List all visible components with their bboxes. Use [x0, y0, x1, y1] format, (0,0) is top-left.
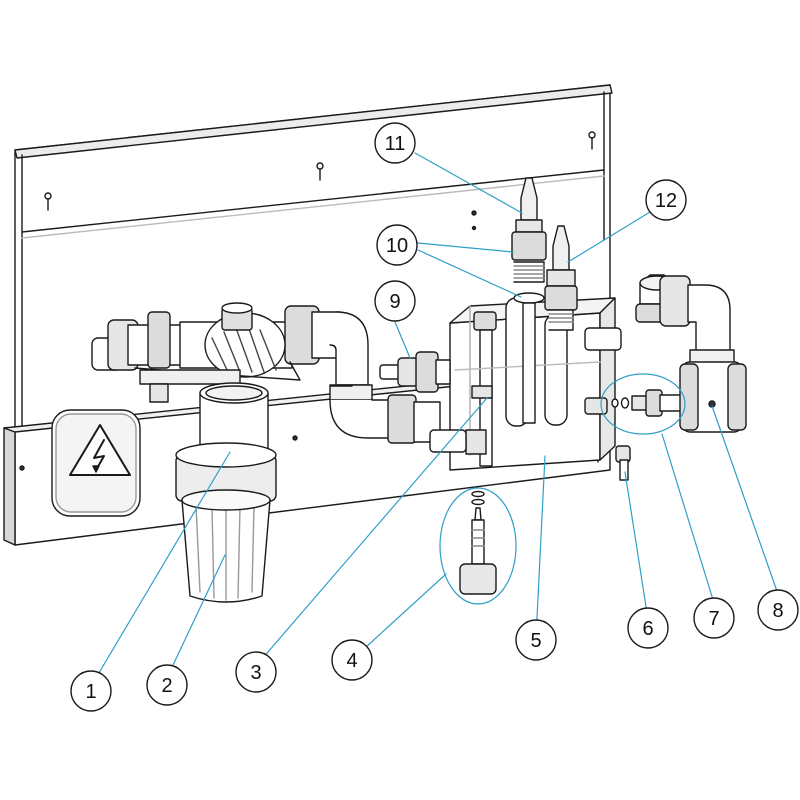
- callout-5-label: 5: [530, 630, 541, 652]
- callout-1-label: 1: [85, 681, 96, 703]
- callout-4-label: 4: [346, 650, 357, 672]
- callout-10: 10: [376, 224, 418, 266]
- injection-fitting-7: [611, 389, 683, 417]
- electrical-hazard-sign: [51, 409, 141, 517]
- filter-housing: [175, 382, 277, 603]
- callout-1: 1: [70, 670, 112, 712]
- keyhole-slot: [44, 131, 596, 211]
- electrical-hazard-icon: [69, 424, 131, 476]
- probe-12: [544, 225, 578, 331]
- callout-12-label: 12: [655, 190, 677, 212]
- callout-8: 8: [757, 589, 799, 631]
- callout-8-label: 8: [772, 600, 783, 622]
- callout-3-label: 3: [250, 662, 261, 684]
- callout-2: 2: [146, 664, 188, 706]
- right-tee-assembly: [635, 274, 747, 433]
- callout-12: 12: [645, 179, 687, 221]
- callout-11: 11: [374, 122, 416, 164]
- callout-4: 4: [331, 639, 373, 681]
- callout-9-label: 9: [389, 291, 400, 313]
- left-pipe-assembly: [91, 302, 441, 444]
- callout-7-label: 7: [708, 608, 719, 630]
- hose-barb-9: [379, 351, 451, 393]
- probe-11: [511, 177, 547, 424]
- callout-9: 9: [374, 280, 416, 322]
- callout-2-label: 2: [161, 675, 172, 697]
- elbow-fitting-6: [615, 445, 631, 481]
- callout-5: 5: [515, 619, 557, 661]
- leader-lines: [89, 152, 779, 689]
- callout-10-label: 10: [386, 235, 408, 257]
- callout-6-label: 6: [642, 618, 653, 640]
- callouts: 1 2 3 4 5 6 7 8: [70, 122, 799, 712]
- callout-3: 3: [235, 651, 277, 693]
- callout-6: 6: [627, 607, 669, 649]
- callout-7: 7: [693, 597, 735, 639]
- needle-valve-4: [459, 490, 497, 595]
- callout-11-label: 11: [385, 133, 406, 155]
